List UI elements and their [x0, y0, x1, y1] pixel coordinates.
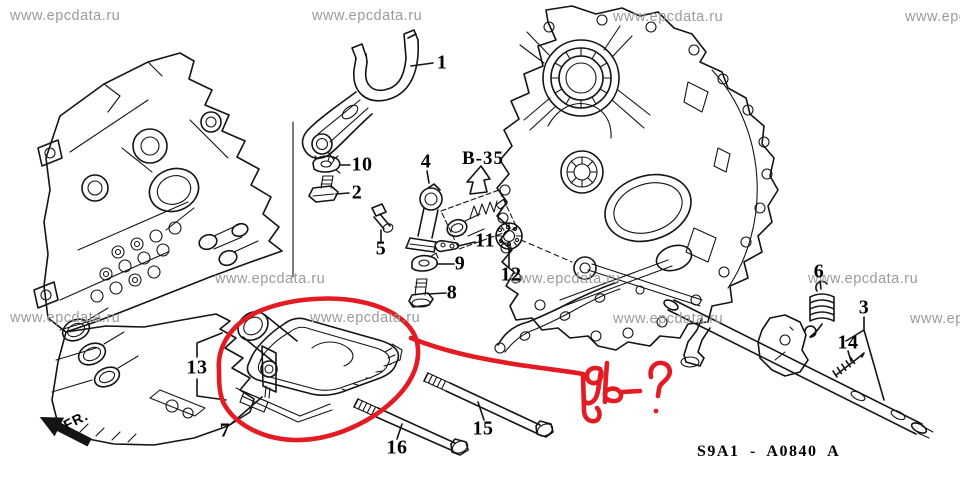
watermark: www.epcdata.ru	[10, 310, 121, 326]
part-label-10: 10	[351, 153, 373, 176]
handwritten-note-strokes	[581, 360, 673, 414]
watermark: www.epcdata.ru	[10, 8, 121, 24]
watermark: www.epcdata.ru	[905, 9, 960, 25]
part-label-1: 1	[436, 51, 448, 74]
watermark: www.epcdata.ru	[215, 271, 326, 287]
part-label-14: 14	[837, 331, 859, 354]
diagram-code: S9A1 - A0840 A	[697, 443, 841, 460]
valve-body-drawing	[33, 52, 283, 446]
part-label-16: 16	[386, 436, 408, 459]
part-label-5: 5	[375, 237, 387, 260]
atf-strainer-drawing	[235, 310, 403, 423]
part-label-12: 12	[500, 263, 522, 286]
part-label-7: 7	[219, 419, 231, 442]
leader-lines	[196, 62, 885, 440]
watermark: www.epcdata.ru	[310, 310, 421, 326]
part-label-6: 6	[813, 260, 825, 283]
watermark: www.epcdata.ru	[910, 311, 960, 327]
part-label-15: 15	[472, 417, 494, 440]
watermark: www.epcdata.ru	[613, 311, 724, 327]
washer-and-bolt-drawing	[308, 155, 341, 203]
control-shaft-drawing	[663, 280, 934, 439]
part-label-9: 9	[454, 252, 466, 275]
part-label-8: 8	[446, 281, 458, 304]
shift-fork-drawing	[292, 29, 419, 278]
long-bolts-drawing	[353, 372, 554, 456]
watermark: www.epcdata.ru	[510, 271, 621, 287]
detail-ref-label: B-35	[462, 148, 504, 169]
watermark: www.epcdata.ru	[808, 271, 919, 287]
part-label-11: 11	[475, 229, 495, 252]
part-label-4: 4	[420, 150, 432, 173]
watermark: www.epcdata.ru	[613, 9, 724, 25]
part-label-2: 2	[351, 181, 363, 204]
part-label-3: 3	[858, 296, 870, 319]
part-label-13: 13	[186, 356, 208, 379]
red-annotation	[216, 296, 673, 443]
detent-parts-drawing	[371, 165, 573, 308]
watermark: www.epcdata.ru	[312, 8, 423, 24]
transmission-case-drawing	[494, 5, 779, 354]
front-direction-arrow	[39, 417, 92, 447]
